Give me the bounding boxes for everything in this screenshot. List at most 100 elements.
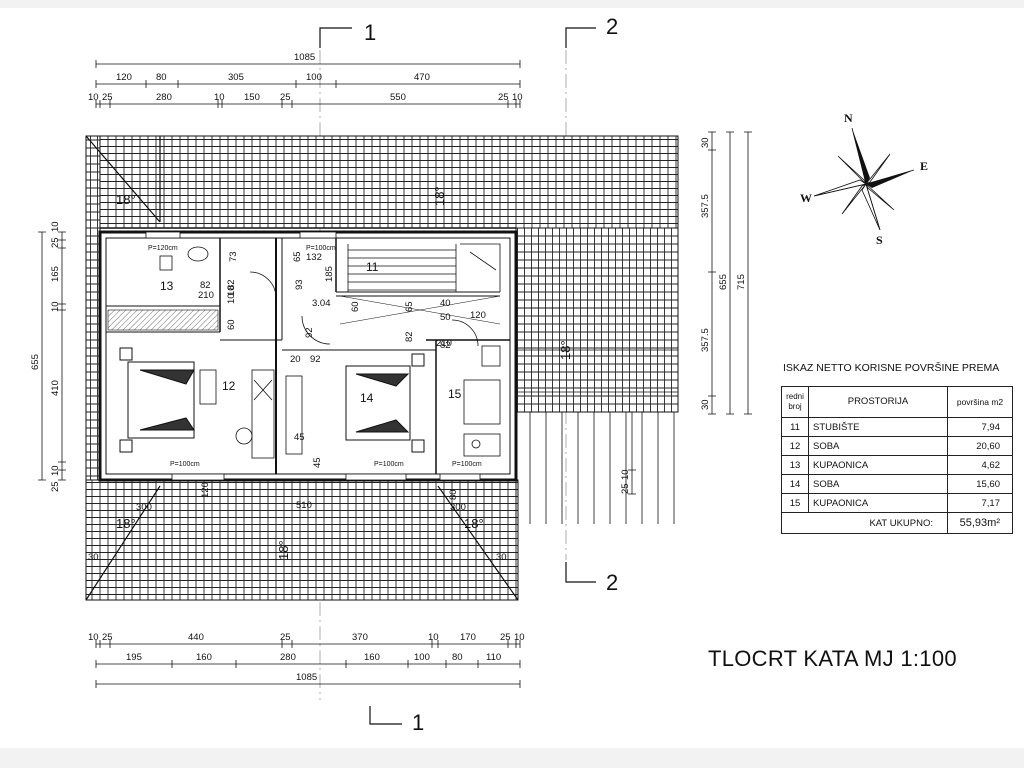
plan-label: 65	[404, 301, 415, 312]
left-dim: 410	[50, 380, 61, 396]
right-inner-dim: 10	[620, 469, 631, 480]
shower-area	[107, 309, 219, 331]
plan-label: P=120cm	[148, 245, 178, 252]
plan-label: 120	[200, 482, 211, 498]
bottom-dim: 100	[414, 652, 430, 663]
plan-label: 300	[136, 502, 152, 513]
drawing-title: TLOCRT KATA MJ 1:100	[708, 646, 957, 671]
area-table-header-row: redni broj PROSTORIJA površina m2	[781, 386, 1013, 418]
row-room: SOBA	[808, 474, 948, 494]
plan-label: P=100cm	[374, 461, 404, 468]
row-no: 13	[781, 455, 809, 475]
top-dim: 10	[88, 92, 99, 103]
table-total-row: KAT UKUPNO: 55,93m²	[781, 512, 1013, 534]
plan-label: 92	[304, 327, 315, 338]
total-value: 55,93m²	[947, 512, 1013, 534]
room-number-12: 12	[222, 379, 236, 393]
row-no: 11	[781, 417, 809, 437]
bottom-dimensions	[95, 640, 521, 688]
furniture	[159, 246, 501, 459]
top-dim: 120	[116, 72, 132, 83]
plan-label: 93	[294, 279, 305, 290]
windows	[145, 231, 481, 481]
row-room: STUBIŠTE	[808, 417, 948, 437]
top-dim: 550	[390, 92, 406, 103]
plan-label: 45	[294, 432, 305, 443]
left-dim: 25	[50, 481, 61, 492]
right-edge-dim: 30	[700, 137, 711, 148]
row-room: KUPAONICA	[808, 493, 948, 513]
plan-label: 120	[470, 310, 486, 321]
top-dim: 280	[156, 92, 172, 103]
plan-label: 50	[440, 312, 451, 323]
row-room: KUPAONICA	[808, 455, 948, 475]
top-dim: 25	[280, 92, 291, 103]
table-row: 11 STUBIŠTE 7,94	[781, 417, 1013, 437]
plan-label: 510	[296, 500, 312, 511]
plan-label: 82	[440, 340, 451, 351]
section-marker-2-bottom: 2	[565, 562, 618, 595]
right-half-dim: 357.5	[700, 194, 711, 218]
left-dim: 10	[50, 221, 61, 232]
plan-label: 10	[226, 285, 237, 296]
row-no: 15	[781, 493, 809, 513]
area-table: ISKAZ NETTO KORISNE POVRŠINE PREMA redni…	[781, 362, 1013, 534]
room-number-11: 11	[366, 260, 379, 274]
row-area: 4,62	[947, 455, 1013, 475]
bottom-overall-dim: 1085	[296, 672, 317, 683]
bottom-dim: 370	[352, 632, 368, 643]
plan-label: 300	[450, 502, 466, 513]
building-walls	[98, 230, 518, 482]
bottom-dim: 10	[428, 632, 439, 643]
row-no: 12	[781, 436, 809, 456]
row-area: 7,94	[947, 417, 1013, 437]
bottom-dim: 25	[500, 632, 511, 643]
plan-label: P=100cm	[306, 245, 336, 252]
roof-pitch-label: 18°	[276, 540, 291, 560]
compass-south: S	[876, 233, 883, 247]
row-area: 20,60	[947, 436, 1013, 456]
roof-pitch-label: 18°	[116, 192, 136, 207]
top-dim: 305	[228, 72, 244, 83]
plan-label: 30	[88, 552, 99, 563]
area-table-heading: ISKAZ NETTO KORISNE POVRŠINE PREMA	[783, 362, 1000, 374]
plan-label: 210	[436, 338, 452, 349]
col-header-area: površina m2	[947, 386, 1013, 418]
right-mid-dim: 655	[718, 274, 729, 290]
bottom-dim: 160	[364, 652, 380, 663]
bottom-dim: 25	[280, 632, 291, 643]
plan-label: 3.04	[312, 298, 331, 309]
top-dim: 80	[156, 72, 167, 83]
plan-label: 45	[312, 457, 323, 468]
roof-pitch-label: 18°	[432, 186, 447, 206]
plan-label: 65	[292, 251, 303, 262]
top-dim: 25	[102, 92, 113, 103]
bottom-dim: 80	[452, 652, 463, 663]
right-half-dim: 357.5	[700, 328, 711, 352]
compass-rose: N E S W	[800, 111, 928, 247]
top-dim: 10	[512, 92, 523, 103]
section-2-bottom-label: 2	[606, 570, 618, 595]
plan-label: 40	[440, 298, 451, 309]
left-overall-dim: 655	[30, 354, 41, 370]
top-dim: 100	[306, 72, 322, 83]
section-marker-2-top: 2	[565, 14, 618, 48]
bottom-dim: 10	[88, 632, 99, 643]
section-1-top-label: 1	[364, 20, 376, 45]
bed-room-12	[119, 347, 195, 453]
bottom-dim: 10	[514, 632, 525, 643]
room-number-13: 13	[160, 279, 174, 293]
table-row: 13 KUPAONICA 4,62	[781, 455, 1013, 475]
compass-east: E	[920, 159, 928, 173]
plan-label: 60	[350, 301, 361, 312]
plan-label: P=100cm	[452, 461, 482, 468]
top-overall-dim: 1085	[294, 52, 315, 63]
row-room: SOBA	[808, 436, 948, 456]
col-header-no: redni broj	[781, 386, 809, 418]
plan-label: 82	[226, 279, 237, 290]
compass-north: N	[844, 111, 853, 125]
bottom-dim: 110	[486, 652, 501, 663]
bottom-dim: 170	[460, 632, 476, 643]
plan-label: 82	[404, 331, 415, 342]
